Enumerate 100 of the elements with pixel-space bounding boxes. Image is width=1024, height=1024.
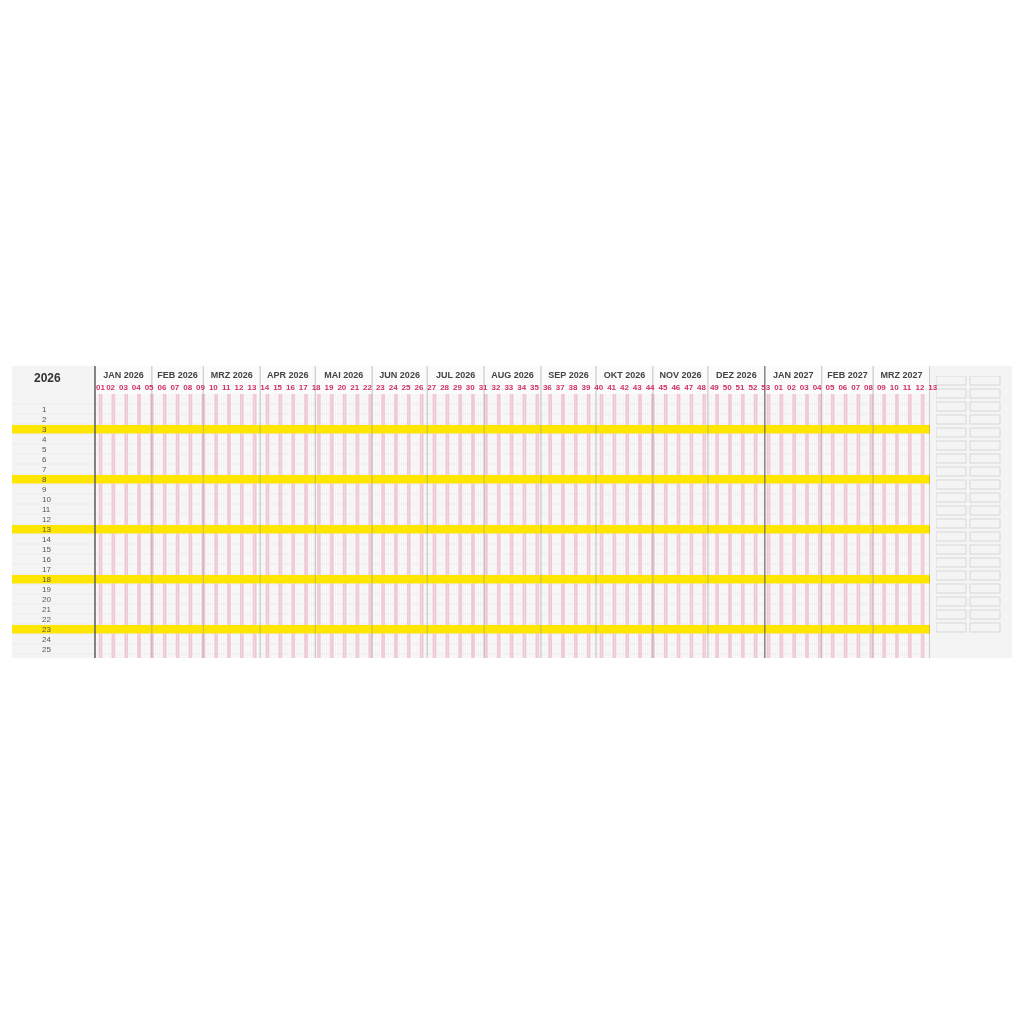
week-number: 07: [851, 384, 861, 392]
week-number: 45: [658, 384, 668, 392]
week-number: 06: [157, 384, 167, 392]
month-heading: FEB 2027: [827, 371, 868, 380]
month-heading: MRZ 2027: [880, 371, 923, 380]
week-number: 40: [594, 384, 604, 392]
row-number: 23: [42, 625, 51, 634]
week-number: 08: [183, 384, 193, 392]
row-number: 20: [42, 595, 51, 604]
month-heading: JAN 2026: [103, 371, 144, 380]
week-number: 16: [286, 384, 295, 392]
week-number: 43: [632, 384, 642, 392]
week-number: 44: [645, 384, 655, 392]
week-number: 12: [915, 384, 925, 392]
week-number: 52: [748, 384, 758, 392]
week-number: 32: [491, 384, 501, 392]
month-heading: JUL 2026: [435, 371, 476, 380]
week-number: 30: [465, 384, 475, 392]
week-number: 35: [530, 384, 539, 392]
row-number: 12: [42, 515, 51, 524]
week-number: 03: [119, 384, 128, 392]
week-number: 15: [273, 384, 283, 392]
week-number: 18: [311, 384, 321, 392]
row-number: 18: [42, 575, 51, 584]
week-number: 47: [684, 384, 694, 392]
week-number: 50: [722, 384, 732, 392]
week-number: 09: [876, 384, 886, 392]
week-number: 38: [568, 384, 578, 392]
month-heading: MAI 2026: [324, 371, 364, 380]
week-number: 51: [735, 384, 745, 392]
week-number: 20: [337, 384, 347, 392]
month-heading: JAN 2027: [773, 371, 814, 380]
week-number: 33: [504, 384, 514, 392]
week-number: 11: [221, 384, 231, 392]
week-number: 02: [787, 384, 796, 392]
row-number: 13: [42, 525, 51, 534]
planner-title: 2026: [34, 372, 61, 384]
row-number: 14: [42, 535, 51, 544]
row-number: 19: [42, 585, 51, 594]
week-number: 27: [427, 384, 437, 392]
row-number: 17: [42, 565, 51, 574]
month-heading: JUN 2026: [379, 371, 420, 380]
week-number: 25: [401, 384, 411, 392]
month-heading: DEZ 2026: [716, 371, 757, 380]
week-number: 19: [324, 384, 334, 392]
row-number: 3: [42, 425, 47, 434]
week-number: 05: [825, 384, 835, 392]
week-number: 05: [144, 384, 154, 392]
week-number: 03: [799, 384, 809, 392]
row-number: 15: [42, 545, 51, 554]
week-number: 29: [453, 384, 462, 392]
week-number: 28: [440, 384, 450, 392]
week-number: 13: [928, 384, 938, 392]
row-number: 25: [42, 645, 51, 654]
week-number: 26: [414, 384, 424, 392]
row-number: 16: [42, 555, 51, 564]
row-number: 22: [42, 615, 51, 624]
row-number: 5: [42, 445, 47, 454]
row-number: 8: [42, 475, 47, 484]
week-number: 12: [234, 384, 244, 392]
month-heading: SEP 2026: [548, 371, 589, 380]
week-number: 41: [607, 384, 617, 392]
row-number: 10: [42, 495, 51, 504]
week-number: 39: [581, 384, 591, 392]
row-number: 2: [42, 415, 47, 424]
week-number: 37: [555, 384, 565, 392]
month-heading: AUG 2026: [491, 371, 534, 380]
week-number: 13: [247, 384, 257, 392]
row-number: 21: [42, 605, 51, 614]
week-number: 04: [131, 384, 141, 392]
week-number: 09: [196, 384, 205, 392]
week-number: 24: [388, 384, 398, 392]
week-number: 06: [838, 384, 848, 392]
week-number: 10: [208, 384, 218, 392]
week-number: 23: [375, 384, 385, 392]
week-number: 11: [902, 384, 912, 392]
week-number: 48: [697, 384, 706, 392]
week-number: 14: [260, 384, 270, 392]
week-number: 42: [620, 384, 629, 392]
week-number: 08: [864, 384, 873, 392]
month-heading: OKT 2026: [603, 371, 646, 380]
week-number: 22: [363, 384, 372, 392]
row-number: 11: [42, 505, 51, 514]
week-number: 07: [170, 384, 180, 392]
week-number: 53: [761, 384, 771, 392]
month-heading: FEB 2026: [157, 371, 198, 380]
week-number: 31: [478, 384, 488, 392]
row-number: 6: [42, 455, 47, 464]
week-number: 04: [812, 384, 822, 392]
month-heading: APR 2026: [266, 371, 309, 380]
week-number: 46: [671, 384, 681, 392]
week-number: 02: [106, 384, 116, 392]
row-number: 7: [42, 465, 47, 474]
row-number: 1: [42, 405, 47, 414]
week-number: 01: [774, 384, 784, 392]
week-number: 10: [889, 384, 899, 392]
week-number: 36: [542, 384, 552, 392]
week-number: 01: [96, 384, 105, 392]
row-number: 9: [42, 485, 47, 494]
week-number: 21: [350, 384, 360, 392]
